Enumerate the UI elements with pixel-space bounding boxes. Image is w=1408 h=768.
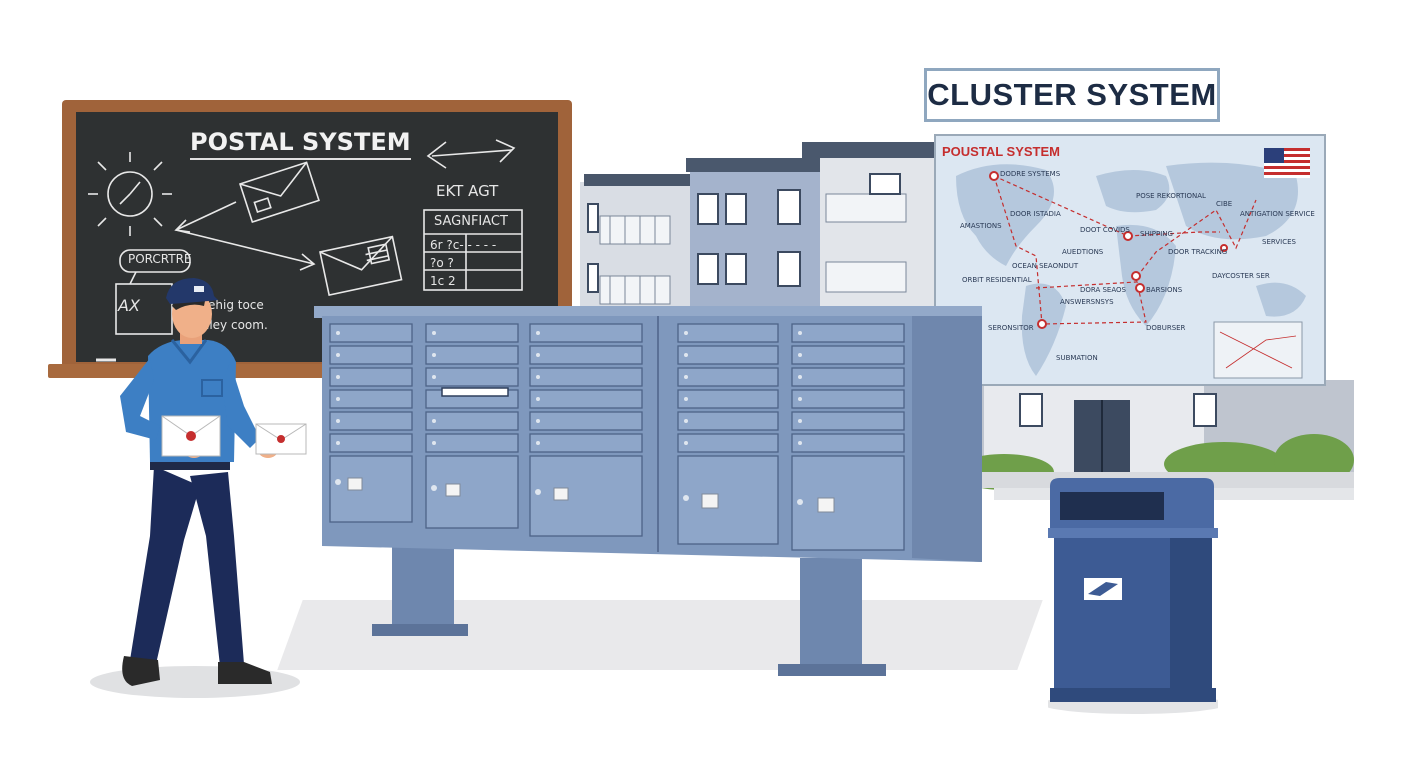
map-label: ORBIT RESIDENTIAL bbox=[962, 276, 1032, 284]
map-label: ANSWERSNSYS bbox=[1060, 298, 1114, 306]
world-map bbox=[956, 162, 1306, 379]
map-label: ANTIGATION SERVICE bbox=[1240, 210, 1315, 218]
chalk-table-row: 6r ?c- - - - - bbox=[430, 238, 497, 252]
cluster-system-sign: CLUSTER SYSTEM bbox=[924, 68, 1220, 122]
collection-box-icon bbox=[1048, 478, 1218, 714]
mailbox-pedestal-base bbox=[778, 664, 886, 676]
chalk-envelope-icon bbox=[238, 161, 320, 224]
chalk-table-header: SAGNFIACT bbox=[434, 214, 508, 229]
map-label: DOOR ISTADIA bbox=[1010, 210, 1061, 218]
chalkboard-title: POSTAL SYSTEM bbox=[190, 128, 411, 160]
chalk-table-row: ?o ? bbox=[430, 256, 454, 270]
map-label: SHIPPING bbox=[1140, 230, 1173, 238]
map-label: AUEDTIONS bbox=[1062, 248, 1104, 256]
map-label: SUBMATION bbox=[1056, 354, 1098, 362]
map-label: DODRE SYSTEMS bbox=[1000, 170, 1061, 178]
envelope-icon bbox=[255, 423, 307, 455]
apartment-buildings bbox=[580, 142, 958, 312]
map-label: DAYCOSTER SER bbox=[1212, 272, 1270, 280]
outgoing-mail-slot bbox=[441, 387, 509, 397]
eagle-logo-icon bbox=[1084, 578, 1122, 600]
mail-carrier-figure bbox=[120, 278, 307, 686]
chalk-clock-icon bbox=[107, 171, 153, 217]
community-building bbox=[934, 380, 1354, 500]
mailbox-cap bbox=[314, 306, 982, 318]
chalk-drawings bbox=[88, 139, 538, 362]
map-label: AMASTIONS bbox=[960, 222, 1002, 230]
map-label: DORA SEAOS bbox=[1080, 286, 1126, 294]
chalk-ax-label: AX bbox=[118, 296, 140, 315]
envelope-icon bbox=[161, 415, 221, 457]
mailbox-pedestal bbox=[800, 558, 862, 670]
map-label: DOBURSER bbox=[1146, 324, 1186, 332]
cluster-mailbox-unit bbox=[322, 316, 982, 562]
us-flag-icon bbox=[1264, 148, 1310, 178]
map-label: SERONSITOR bbox=[988, 324, 1034, 332]
chalk-porcre-label: PORCRTRE bbox=[128, 252, 192, 266]
map-title: POUSTAL SYSTEM bbox=[942, 144, 1060, 159]
chalk-envelope-icon bbox=[319, 235, 403, 296]
map-label: DOOT COVIDS bbox=[1080, 226, 1130, 234]
map-label: DOOR TRACKING bbox=[1168, 248, 1228, 256]
chalk-note-line: iley coom. bbox=[206, 318, 268, 332]
route-map-panel bbox=[934, 134, 1326, 386]
map-label: OCEAN SEAONDUT bbox=[1012, 262, 1079, 270]
map-label: SERVICES bbox=[1262, 238, 1296, 246]
map-label: BARSIONS bbox=[1146, 286, 1183, 294]
map-label: POSE REKORTIONAL bbox=[1136, 192, 1206, 200]
chalk-table-row: 1c 2 bbox=[430, 274, 456, 288]
chalk-note-line: ehig toce bbox=[208, 298, 264, 312]
map-label: CIBE bbox=[1216, 200, 1233, 208]
chalk-ext-label: EKT AGT bbox=[436, 182, 499, 200]
mailbox-pedestal-base bbox=[372, 624, 468, 636]
